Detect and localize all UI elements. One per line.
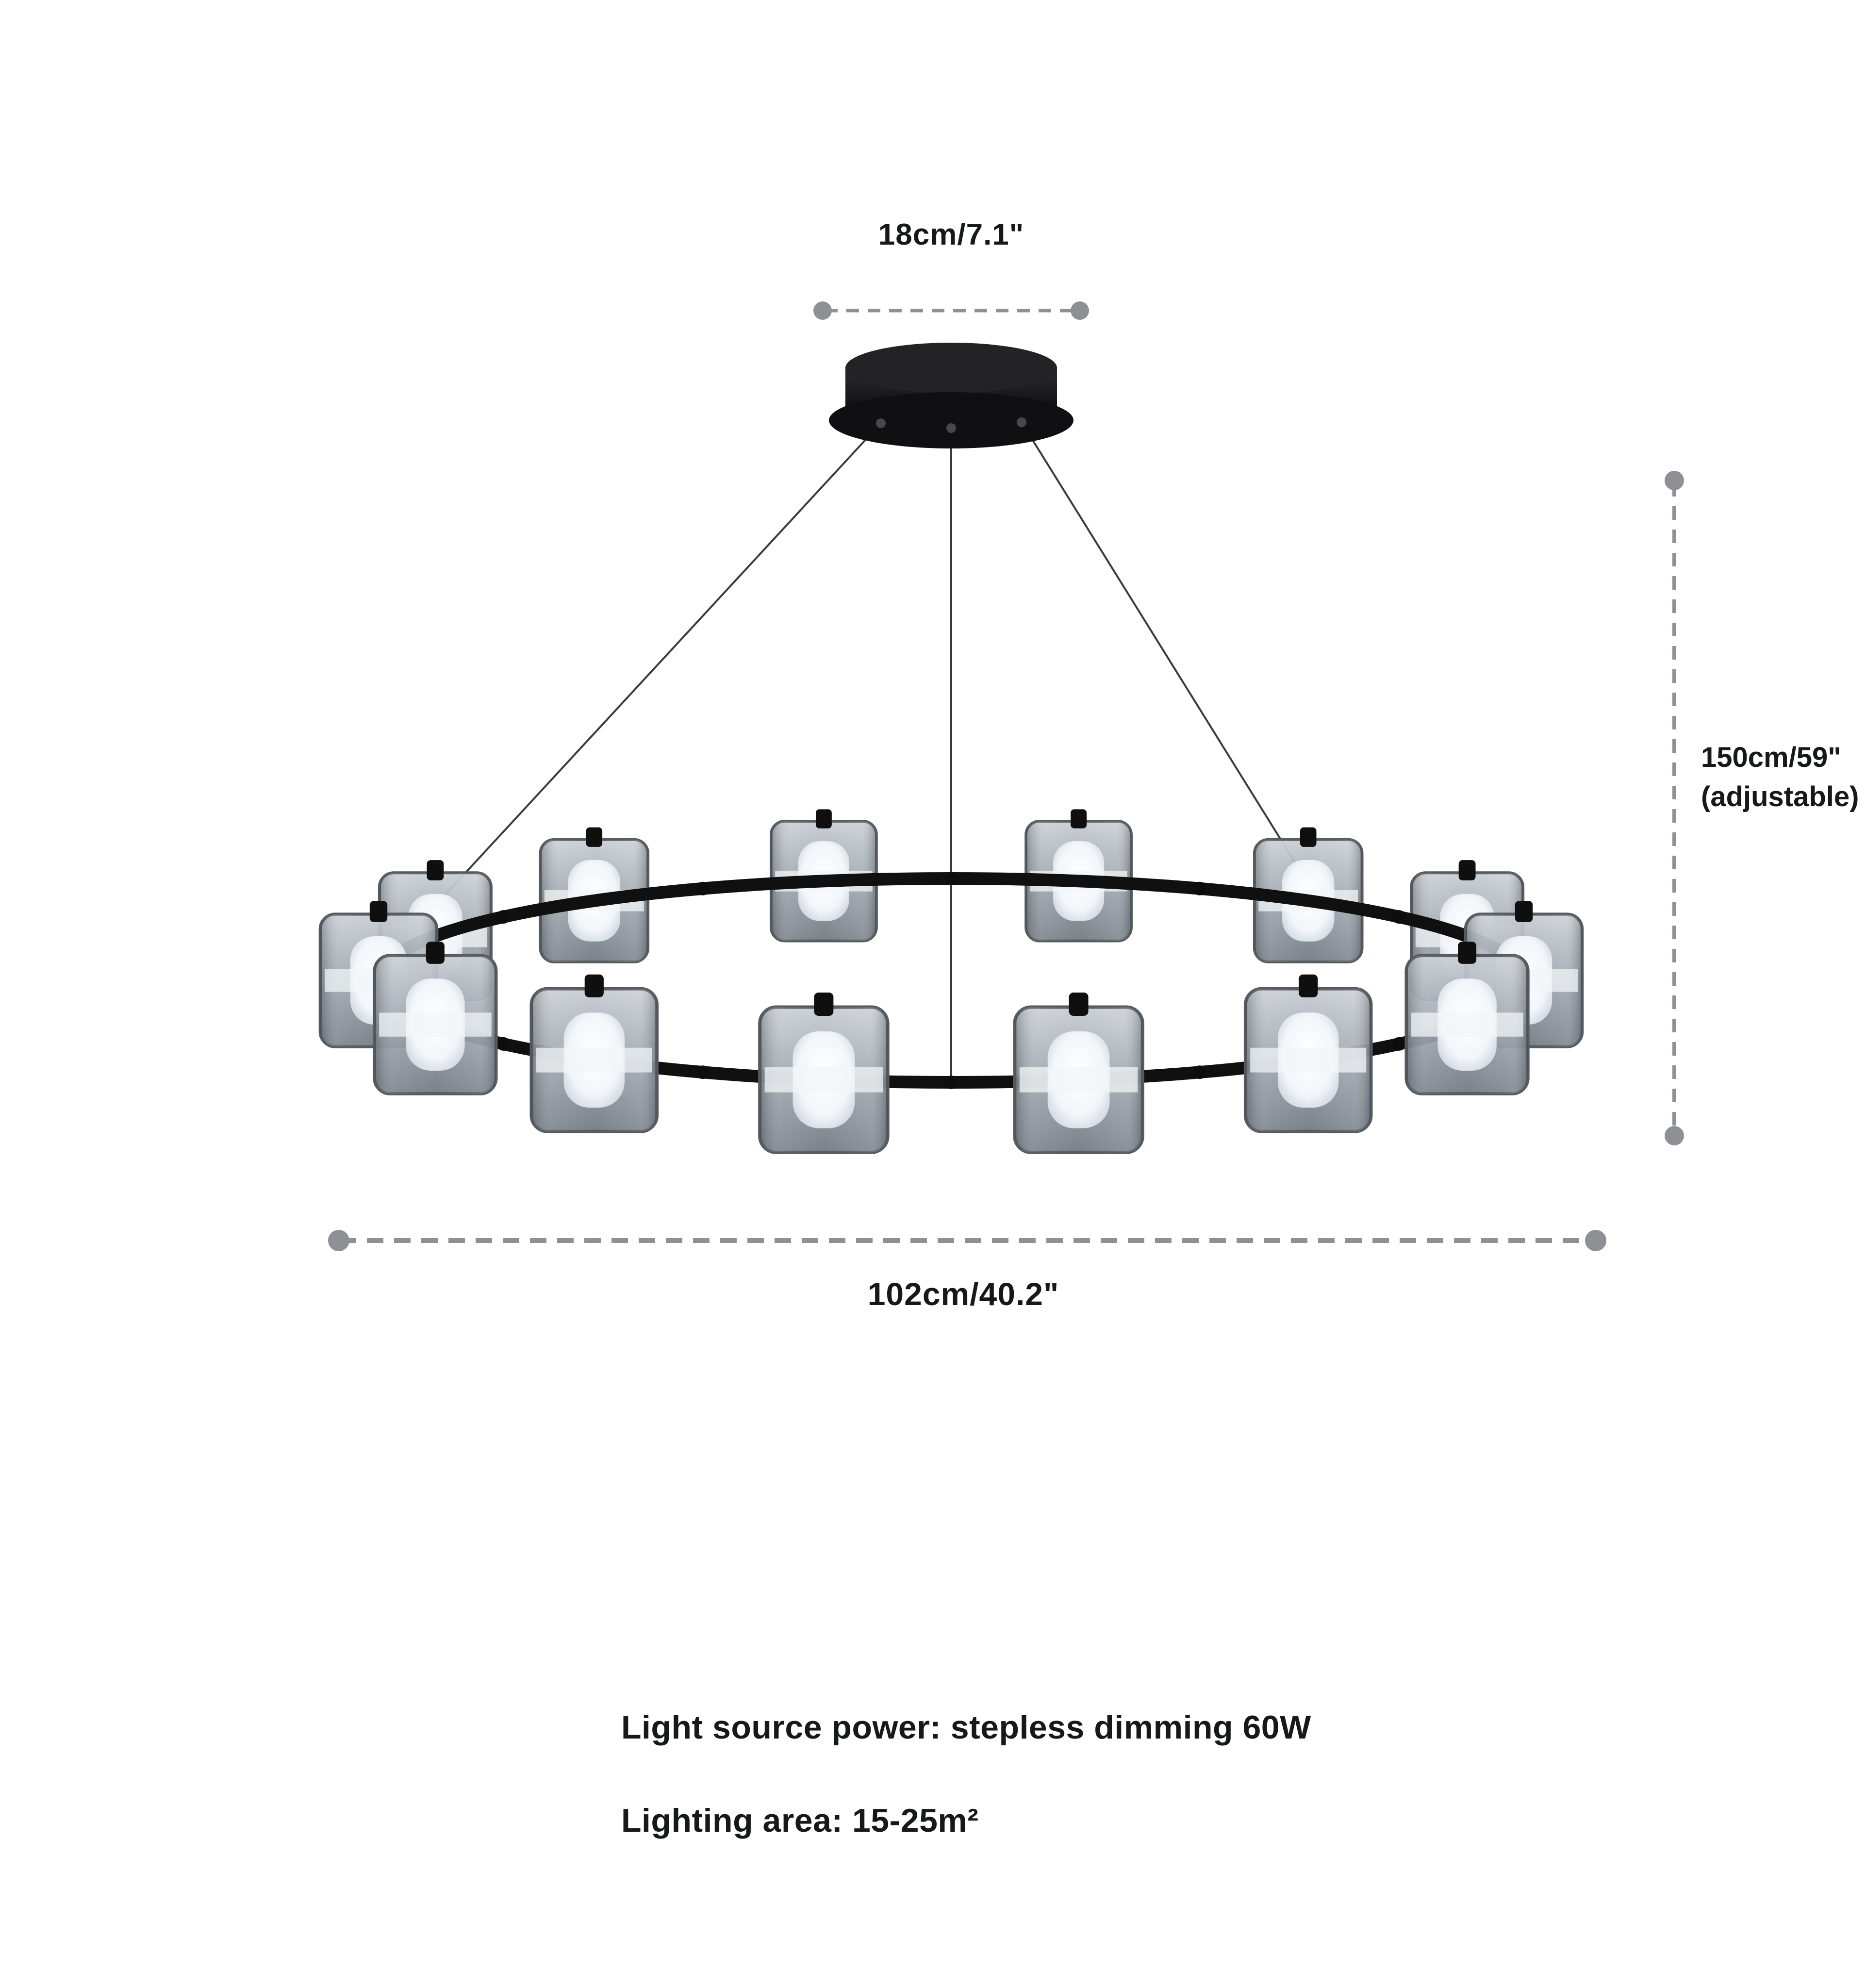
glass-shade (529, 974, 659, 1133)
spec-power: Light source power: stepless dimming 60W (621, 1709, 1311, 1746)
glass-shade (373, 942, 498, 1095)
glass-shade (758, 993, 890, 1154)
ring-knob (496, 910, 511, 924)
spec-area: Lighting area: 15-25m² (621, 1802, 979, 1839)
diameter-label: 102cm/40.2" (867, 1276, 1059, 1312)
glass-shades-front (318, 901, 1584, 1154)
suspension-wires (390, 421, 1321, 1081)
canopy-width-label: 18cm/7.1" (878, 218, 1024, 251)
glass-shade (1013, 993, 1144, 1154)
ring-knob (944, 872, 958, 885)
ring-knob (696, 1065, 710, 1079)
ring-knob (696, 881, 710, 895)
ring-knob (944, 1076, 958, 1089)
ring-knob (1193, 1065, 1206, 1079)
canopy-width-dimension-line (813, 301, 1089, 320)
height-note: (adjustable) (1701, 781, 1859, 813)
ring-knob (1193, 881, 1206, 895)
glass-shade (1404, 942, 1530, 1095)
height-label: 150cm/59" (adjustable) (1701, 738, 1859, 816)
glass-shade (1243, 974, 1373, 1133)
height-dimension-line (1665, 471, 1684, 1145)
ring-knob (1392, 910, 1406, 924)
ring-knob (496, 1037, 511, 1051)
ceiling-canopy (829, 343, 1073, 448)
diameter-dimension-line (328, 1230, 1606, 1251)
height-value: 150cm/59" (1701, 742, 1841, 773)
ring-knob (1392, 1037, 1406, 1051)
